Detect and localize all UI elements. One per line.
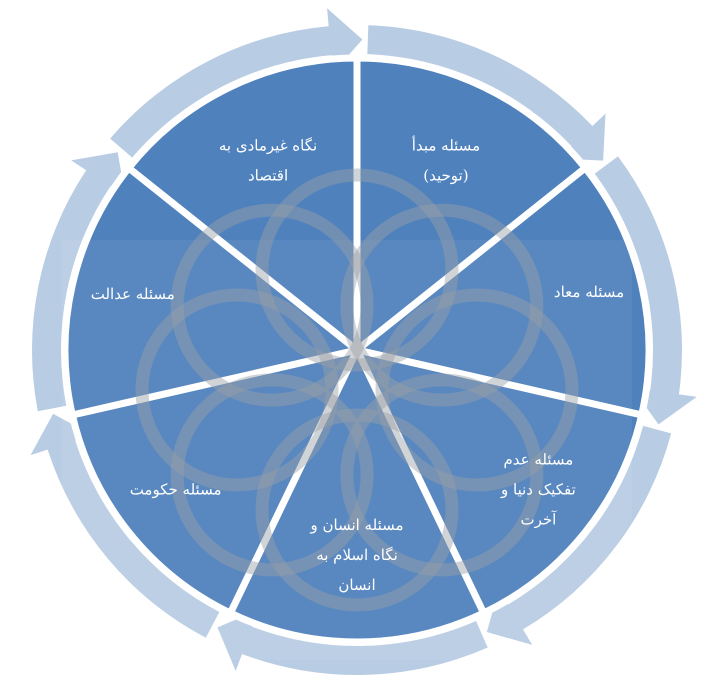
segment-label-line: (توحید) xyxy=(423,166,468,184)
segment-label-adalat: مسئله عدالت xyxy=(91,285,175,303)
segment-label-line: نگاه اسلام به xyxy=(316,546,398,564)
segment-label-line: تفکیک دنیا و xyxy=(500,481,576,499)
segment-label-line: انسان xyxy=(338,576,375,594)
segment-label-line: مسئله عدم xyxy=(503,451,573,469)
segment-label-maad: مسئله معاد xyxy=(554,283,624,301)
segment-label-line: آخرت xyxy=(520,511,557,529)
segment-label-line: مسئله عدالت xyxy=(91,285,175,303)
segment-label-line: مسئله حکومت xyxy=(130,481,222,499)
segment-label-line: مسئله انسان و xyxy=(309,516,403,534)
segment-label-line: نگاه غیرمادی به xyxy=(219,136,317,154)
segment-label-line: اقتصاد xyxy=(248,166,288,184)
segment-label-line: مسئله معاد xyxy=(554,283,624,301)
segment-label-line: مسئله مبدأ xyxy=(412,135,480,154)
segment-label-hukumat: مسئله حکومت xyxy=(130,481,222,499)
